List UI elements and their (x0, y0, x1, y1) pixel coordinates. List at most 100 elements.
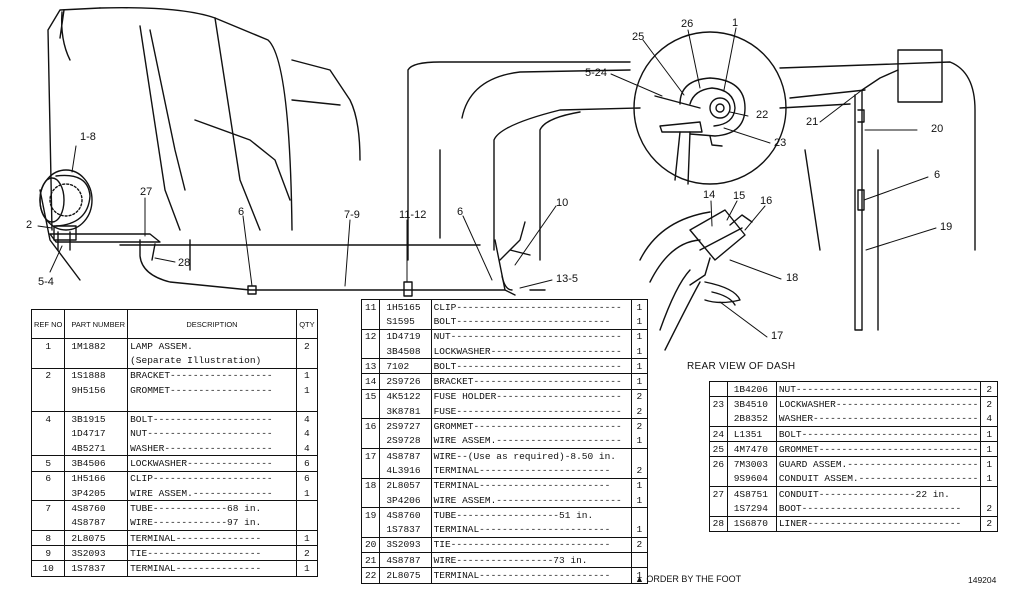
quantity-cell: 1 (630, 477, 649, 493)
quantity-cell: 1 (630, 343, 649, 359)
callout-1-8: 1-8 (80, 131, 96, 143)
order-by-foot-marker (380, 463, 385, 478)
description-cell: GROMMET---------------------------- (776, 441, 981, 457)
callout-2: 2 (26, 219, 33, 231)
part-number-cell: 3B4506 (69, 455, 129, 472)
hood-outline (407, 61, 976, 331)
part-number-cell: 2S9727 (384, 418, 432, 434)
ref-no-header: REF NO (30, 309, 66, 339)
description-cell: WIRE-------------97 in. (130, 517, 262, 529)
order-by-foot-marker (379, 358, 385, 374)
quantity-cell (295, 397, 319, 412)
order-by-foot-marker (727, 501, 732, 516)
description-cell: BRACKET------------------ (127, 367, 297, 383)
description-cell: BOLT--------------------------- (433, 315, 611, 327)
part-number-cell: 4S8787 (384, 552, 432, 568)
quantity-cell: 1 (295, 382, 319, 398)
quantity-cell (630, 447, 649, 464)
ref-no-cell: 4 (30, 411, 66, 427)
quantity-cell: 1 (630, 328, 649, 344)
description-cell: TERMINAL----------------------- (433, 524, 611, 536)
description-cell: WIRE--(Use as required)-8.50 in. (431, 447, 632, 464)
callout-7-9: 7-9 (344, 209, 360, 221)
quantity-cell: 1 (295, 560, 319, 577)
description-cell: GROMMET------------------ (130, 384, 273, 396)
description-cell: CONDUIT-----------------22 in. (776, 486, 981, 502)
part-number-cell: 9S9604 (731, 471, 777, 487)
callout-6: 6 (457, 206, 464, 218)
part-number-cell: 4S8787 (69, 515, 129, 531)
order-by-foot-marker (380, 493, 385, 508)
quantity-cell: 1 (630, 358, 649, 374)
ref-no-cell (709, 501, 728, 517)
order-by-foot-marker (65, 441, 70, 456)
order-by-foot-marker (64, 545, 70, 561)
part-number-cell: L1351 (731, 425, 777, 442)
order-by-foot-marker (379, 299, 385, 315)
quantity-cell: 2 (980, 515, 998, 532)
ref-no-cell: 12 (360, 328, 381, 344)
description-cell: WIRE ASSEM.-------------- (130, 487, 273, 499)
part-number-cell: 7M3003 (731, 456, 777, 472)
quantity-cell: 1 (980, 441, 998, 457)
callout-15: 15 (733, 190, 746, 202)
order-by-foot-marker (379, 477, 385, 493)
quantity-cell (980, 486, 998, 502)
quantity-cell: 1 (630, 567, 649, 584)
order-by-foot-marker (64, 529, 70, 546)
description-cell: CLIP--------------------- (127, 470, 297, 486)
order-by-foot-marker (64, 367, 70, 383)
order-by-foot-marker (727, 486, 732, 502)
quantity-cell: 1 (295, 367, 319, 383)
ref-no-cell: 19▲ (360, 507, 381, 523)
ref-no-cell (360, 522, 381, 538)
quantity-cell: 4 (295, 441, 319, 456)
ref-no-cell: 26 (709, 456, 728, 472)
callout-17: 17 (771, 330, 784, 342)
quantity-cell (295, 515, 319, 531)
part-number-cell: 3B1915 (69, 411, 129, 427)
quantity-cell: 6 (295, 455, 319, 472)
order-by-foot-marker (727, 412, 732, 427)
ref-no-cell: 20 (360, 536, 381, 553)
part-number-cell: 1D4717 (69, 426, 129, 442)
order-by-foot-marker (64, 411, 70, 427)
description-cell: TIE-------------------- (127, 545, 297, 561)
ref-no-cell (709, 380, 728, 397)
lamp-assembly-drawing (39, 169, 161, 251)
part-number-cell: 4S8760 (69, 500, 129, 516)
callout-1: 1 (732, 17, 739, 29)
part-number-cell: 2L8057 (384, 477, 432, 493)
description-cell: TERMINAL--------------- (127, 529, 297, 546)
order-by-foot-marker (379, 328, 385, 344)
callout-28: 28 (178, 257, 191, 269)
description-cell (128, 397, 297, 412)
description-cell: LOCKWASHER--------------- (127, 455, 297, 472)
description-header: DESCRIPTION (127, 309, 297, 339)
order-by-foot-marker (379, 418, 385, 434)
ref-no-cell: 16 (360, 418, 381, 434)
part-number-cell: 4K5122 (384, 388, 432, 405)
part-number-cell: 1D4719 (384, 328, 432, 344)
ref-no-cell: ▲ (30, 515, 66, 531)
quantity-cell: 2 (980, 396, 998, 412)
callout-6: 6 (238, 206, 245, 218)
part-number-cell: 4B5271 (69, 441, 129, 456)
quantity-cell: 1 (295, 529, 319, 546)
part-number-cell: 4S8787 (384, 447, 432, 464)
order-by-foot-marker (65, 486, 70, 501)
quantity-cell: 1 (630, 314, 649, 330)
quantity-cell: 1 (630, 299, 649, 315)
description-cell: GROMMET-------------------------- (431, 418, 632, 434)
order-by-foot-marker (65, 397, 70, 412)
